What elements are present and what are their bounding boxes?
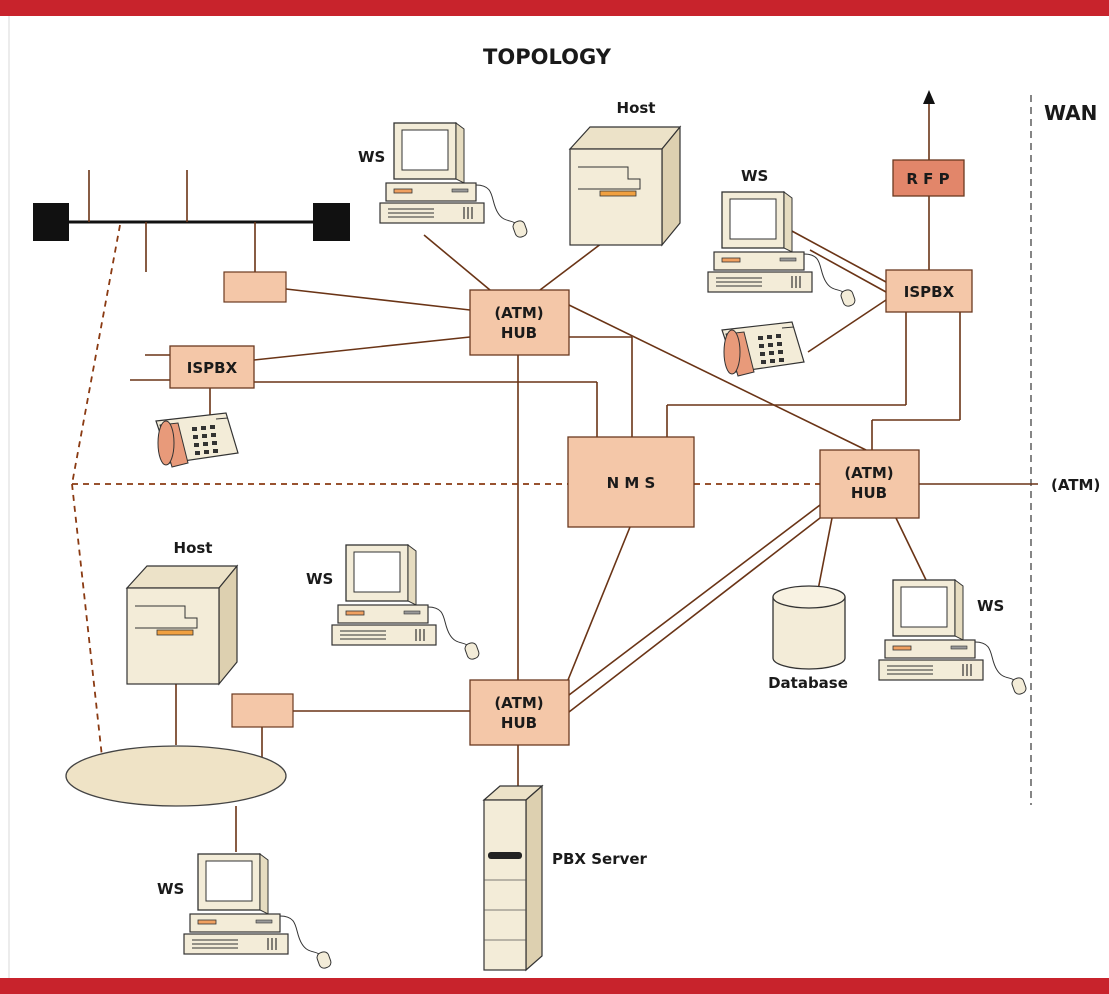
ispbx-left: ISPBX xyxy=(169,345,255,389)
wan-label: WAN xyxy=(1044,101,1097,125)
workstation-bottom-icon xyxy=(183,853,334,971)
atm-hub-right: (ATM) HUB xyxy=(819,449,920,519)
workstation-right-lower-icon xyxy=(878,579,1029,697)
nms-box: N M S xyxy=(567,436,695,528)
hub-bottom-line1: (ATM) xyxy=(494,694,543,712)
rfp-box: R F P xyxy=(892,159,965,197)
bus-terminator-right xyxy=(313,203,350,241)
hub-right-line1: (ATM) xyxy=(844,464,893,482)
diagram-title: TOPOLOGY xyxy=(483,45,612,69)
nms-label: N M S xyxy=(607,474,656,492)
telephone-left-icon xyxy=(155,412,239,468)
workstation-top-icon xyxy=(379,122,530,240)
connection-lines xyxy=(68,104,1038,852)
database-label: Database xyxy=(768,674,848,692)
lan-ring xyxy=(65,745,287,807)
hub-right-line2: HUB xyxy=(851,484,887,502)
database-icon xyxy=(772,585,846,670)
host-top-label: Host xyxy=(617,99,656,117)
ws-bottom-label: WS xyxy=(157,880,184,898)
atm-hub-bottom: (ATM) HUB xyxy=(469,679,570,746)
host-top-icon xyxy=(569,126,681,246)
ispbx-right: ISPBX xyxy=(885,269,973,313)
top-frame-bar xyxy=(0,0,1109,16)
ispbx-right-label: ISPBX xyxy=(904,283,955,301)
host-left-icon xyxy=(126,565,238,685)
ws-mid-label: WS xyxy=(306,570,333,588)
pbx-server-icon xyxy=(482,784,544,972)
atm-hub-top: (ATM) HUB xyxy=(469,289,570,356)
host-left-label: Host xyxy=(174,539,213,557)
arrow-up-icon xyxy=(923,90,935,104)
hub-top-line1: (ATM) xyxy=(494,304,543,322)
ispbx-left-label: ISPBX xyxy=(187,359,238,377)
bottom-frame-bar xyxy=(0,978,1109,994)
workstation-mid-icon xyxy=(331,544,482,662)
adapter-box-top xyxy=(223,271,287,303)
bus-terminator-left xyxy=(33,203,69,241)
ws-top-label: WS xyxy=(358,148,385,166)
ws-right-upper-label: WS xyxy=(741,167,768,185)
atm-external-label: (ATM) xyxy=(1051,476,1100,494)
dashed-links xyxy=(71,224,820,776)
telephone-right-icon xyxy=(721,321,805,377)
hub-top-line2: HUB xyxy=(501,324,537,342)
adapter-box-bottom xyxy=(231,693,294,728)
hub-bottom-line2: HUB xyxy=(501,714,537,732)
ws-right-lower-label: WS xyxy=(977,597,1004,615)
pbx-server-label: PBX Server xyxy=(552,850,648,868)
rfp-label: R F P xyxy=(906,170,949,188)
workstation-right-upper-icon xyxy=(707,191,858,309)
